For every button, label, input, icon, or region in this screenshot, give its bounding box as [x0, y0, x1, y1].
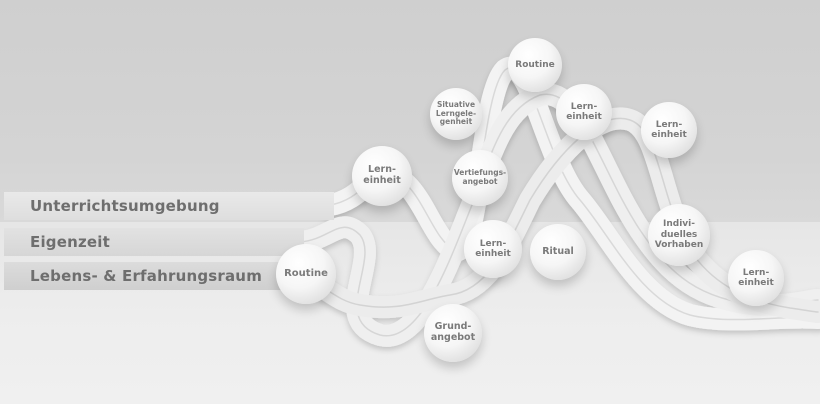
band-lebens-erfahrungsraum: Lebens- & Erfahrungsraum	[4, 262, 294, 290]
sphere-label: Grund- angebot	[430, 321, 476, 343]
sphere-label: Lern- einheit	[475, 238, 511, 259]
sphere-lerneinheit-4: Lern- einheit	[464, 220, 522, 278]
sphere-label: Routine	[284, 268, 328, 280]
sphere-label: Lern- einheit	[651, 119, 687, 140]
sphere-ritual: Ritual	[530, 224, 586, 280]
sphere-lerneinheit-2: Lern- einheit	[641, 102, 697, 158]
sphere-vertiefungsangebot: Vertiefungs- angebot	[452, 150, 508, 206]
sphere-label: Situative Lerngele- genheit	[435, 100, 477, 127]
sphere-label: Lern- einheit	[566, 101, 602, 122]
sphere-label: Routine	[515, 59, 555, 70]
sphere-lerneinheit-1: Lern- einheit	[556, 84, 612, 140]
sphere-label: Ritual	[542, 245, 574, 257]
band-eigenzeit: Eigenzeit	[4, 228, 304, 256]
sphere-label: Lern- einheit	[363, 164, 401, 186]
sphere-label: Lern- einheit	[738, 267, 774, 288]
sphere-lerneinheit-5: Lern- einheit	[728, 250, 784, 306]
band-label: Unterrichtsumgebung	[30, 197, 220, 215]
sphere-routine-left: Routine	[276, 244, 336, 304]
band-label: Lebens- & Erfahrungsraum	[30, 267, 263, 285]
sphere-grundangebot: Grund- angebot	[424, 304, 482, 362]
sphere-routine-top: Routine	[508, 38, 562, 92]
band-label: Eigenzeit	[30, 233, 110, 251]
sphere-individuelles-vorhaben: Indivi- duelles Vorhaben	[648, 204, 710, 266]
sphere-label: Vertiefungs- angebot	[453, 168, 507, 186]
band-unterrichtsumgebung: Unterrichtsumgebung	[4, 192, 334, 220]
sphere-lerneinheit-3: Lern- einheit	[352, 146, 412, 206]
sphere-situative-lerngelegenheit: Situative Lerngele- genheit	[430, 88, 482, 140]
sphere-label: Indivi- duelles Vorhaben	[654, 219, 704, 251]
